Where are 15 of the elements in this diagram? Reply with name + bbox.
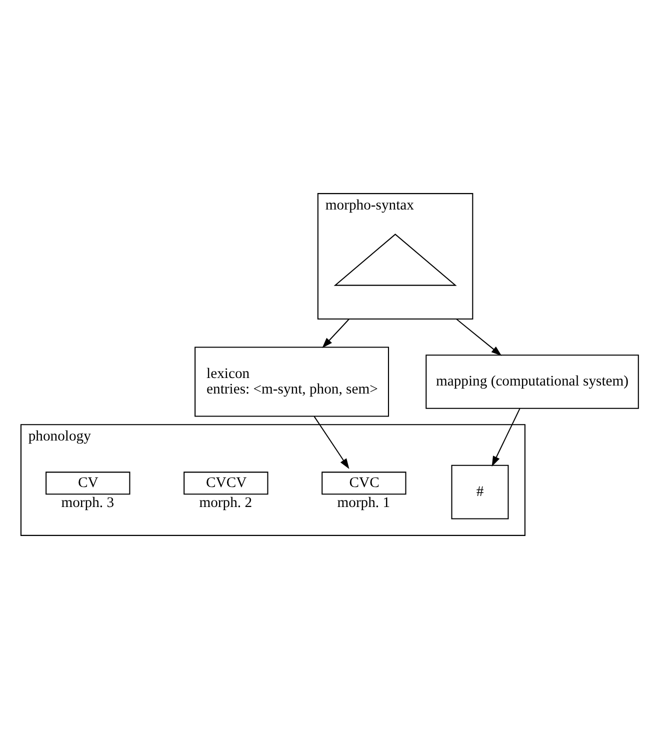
node-box: # — [451, 464, 509, 520]
node-label: morph. 2 — [199, 494, 252, 511]
cluster: morpho-syntax — [317, 193, 474, 320]
node-label: morph. 3 — [61, 494, 114, 511]
node-box: mapping (computational system) — [426, 354, 639, 409]
arrow — [456, 318, 502, 356]
arrow — [492, 408, 520, 467]
arrow — [314, 416, 350, 469]
node-label: morph. 1 — [337, 494, 390, 511]
node-box: CVC — [322, 472, 406, 495]
node-picture — [334, 234, 457, 286]
arrow — [322, 318, 350, 348]
node-box: CV — [46, 472, 130, 495]
node-box: CVCV — [184, 472, 268, 495]
node-box: lexicon entries: <m-synt, phon, sem> — [194, 346, 390, 417]
